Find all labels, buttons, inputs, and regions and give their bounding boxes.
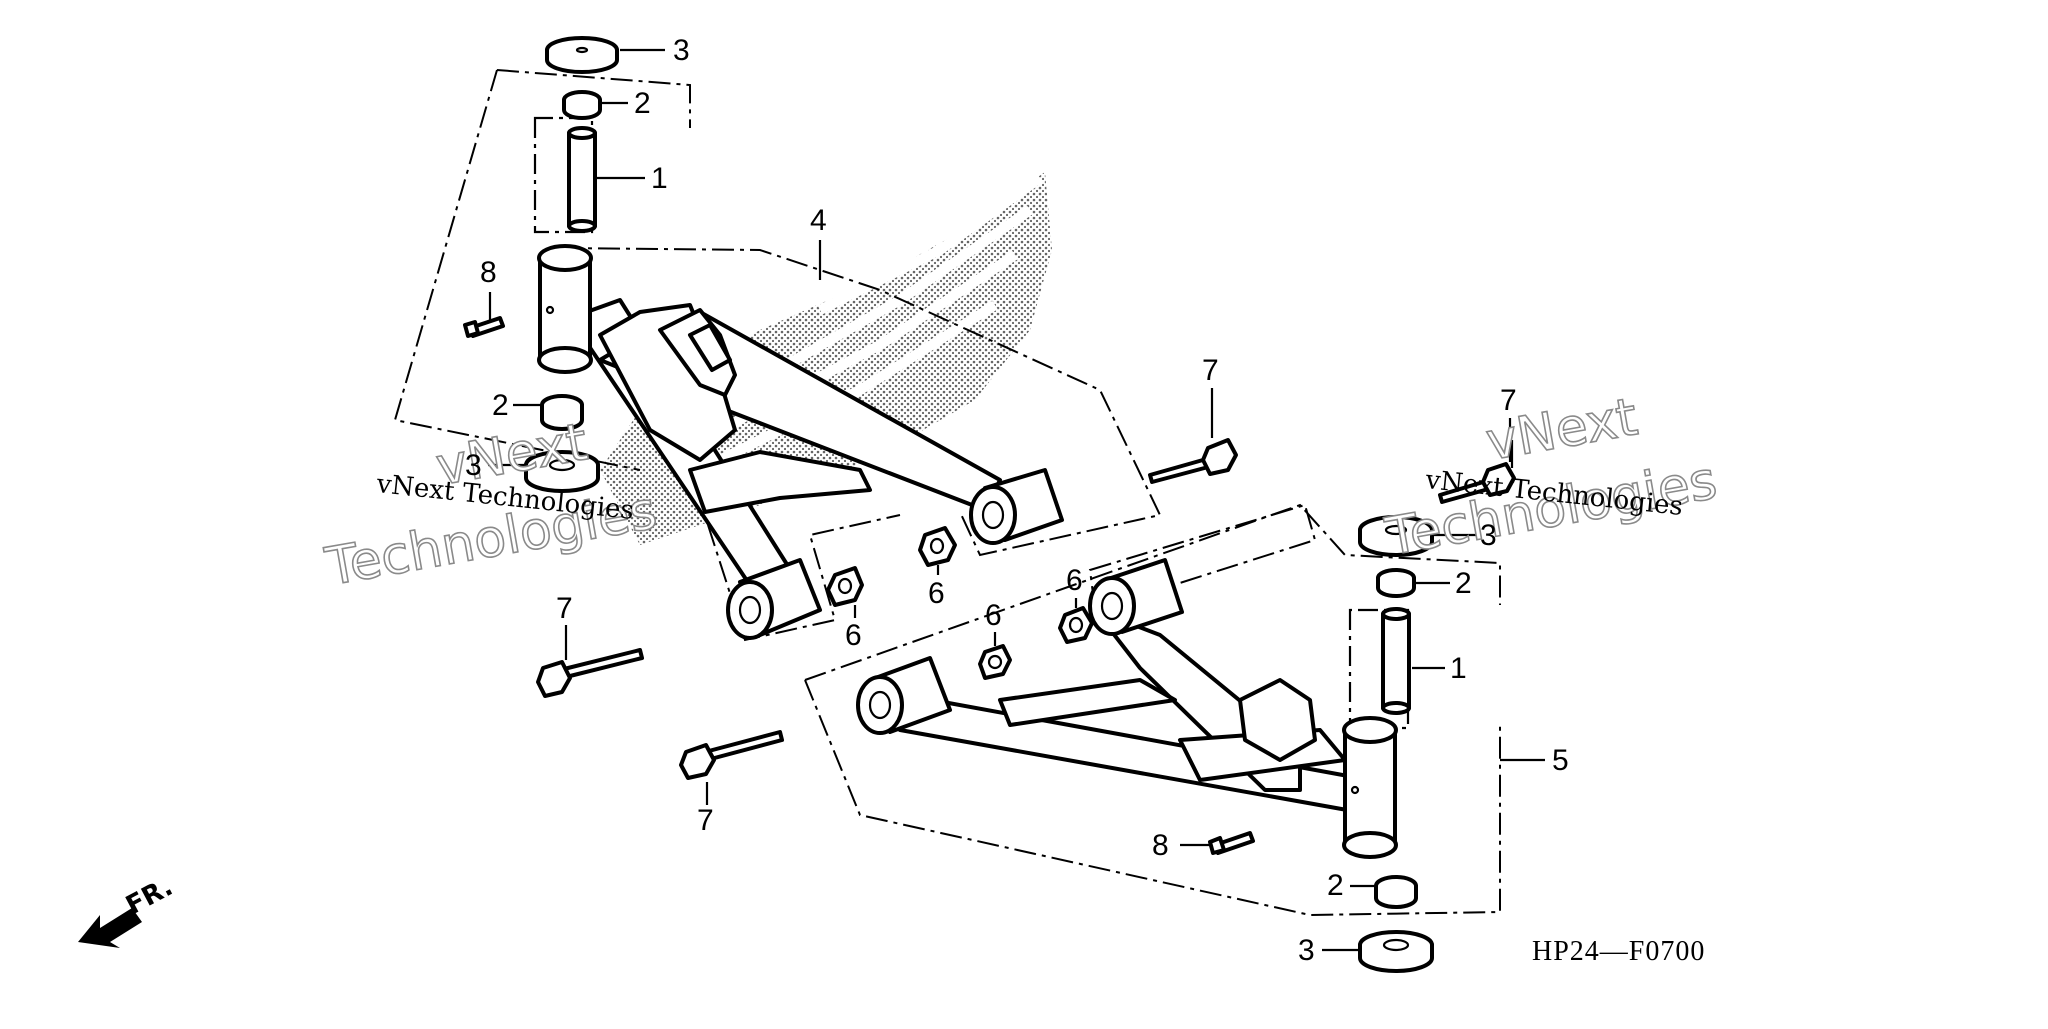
nut-6-b — [918, 526, 957, 567]
callout-3-mid-left: 3 — [465, 449, 482, 482]
watermark-right: Technologies vNext vNext Technologies — [1380, 387, 1722, 569]
callout-2-top-left: 2 — [634, 87, 651, 120]
callout-7-left: 7 — [556, 592, 573, 625]
collar-1-right — [1381, 607, 1411, 715]
callout-7-lower-left: 7 — [697, 804, 714, 837]
bolt-7-left — [536, 648, 644, 698]
nut-6-a — [826, 566, 864, 607]
callout-3-right-bottom: 3 — [1298, 934, 1315, 967]
bushing-2-mid-left — [540, 394, 584, 431]
callout-2-right-top: 2 — [1455, 567, 1472, 600]
bolt-7-right — [1438, 462, 1516, 504]
callouts: 3 2 1 4 8 2 3 7 7 7 3 2 6 6 6 6 7 5 1 8 … — [465, 34, 1569, 967]
front-arrow-icon: FR. — [78, 872, 178, 948]
nut-6-c — [978, 644, 1012, 680]
bolt-7-center — [1148, 438, 1238, 484]
callout-2-right-bottom: 2 — [1327, 869, 1344, 902]
collar-1-top-left — [567, 126, 597, 233]
grease-fitting-8-left — [463, 316, 505, 338]
watermark-left: Technologies vNext vNext Technologies — [320, 412, 662, 599]
callout-2-mid-left: 2 — [492, 389, 509, 422]
callout-1-right: 1 — [1450, 652, 1467, 685]
upper-a-arm — [537, 244, 1064, 640]
callout-7-right: 7 — [1500, 384, 1517, 417]
bushing-2-right-bottom — [1374, 875, 1418, 909]
washer-3-mid-left — [524, 450, 600, 493]
washer-3-top-left — [545, 36, 619, 74]
callout-8-right: 8 — [1152, 829, 1169, 862]
callout-8-left: 8 — [480, 256, 497, 289]
callout-5: 5 — [1552, 744, 1569, 777]
nut-6-d — [1058, 606, 1094, 644]
diagram-code: HP24—F0700 — [1532, 936, 1705, 967]
callout-6-c: 6 — [985, 599, 1002, 632]
callout-4: 4 — [810, 204, 827, 237]
grease-fitting-8-right — [1208, 831, 1255, 855]
callout-6-d: 6 — [1066, 564, 1083, 597]
callout-6-b: 6 — [928, 577, 945, 610]
bushing-2-right-top — [1376, 568, 1416, 598]
callout-6-a: 6 — [845, 619, 862, 652]
callout-3-top-left: 3 — [673, 34, 690, 67]
bolt-7-lower-left — [679, 730, 784, 780]
callout-7-center: 7 — [1202, 354, 1219, 387]
callout-1-top-left: 1 — [651, 162, 668, 195]
bushing-2-top-left — [562, 90, 602, 120]
lower-a-arm — [856, 558, 1398, 859]
callout-3-right-top: 3 — [1480, 519, 1497, 552]
leader-lines — [488, 48, 1545, 952]
washer-3-right-bottom — [1358, 930, 1434, 973]
washer-3-right-top — [1358, 515, 1434, 557]
